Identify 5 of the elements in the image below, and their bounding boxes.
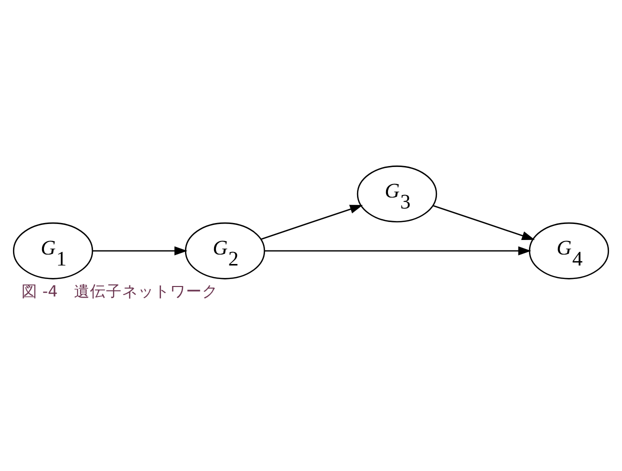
arrow: [260, 204, 363, 240]
arrow: [264, 246, 532, 255]
arrow: [92, 246, 188, 255]
arrow: [432, 204, 535, 240]
caption: 図 -4 遺伝子ネットワーク: [21, 282, 218, 300]
